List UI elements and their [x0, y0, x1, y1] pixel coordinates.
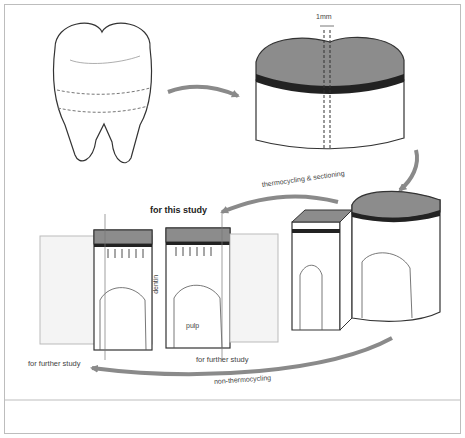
figure-label: for further study	[196, 356, 249, 364]
figure-label: thermocycling & sectioning	[261, 169, 345, 188]
figure-label: for this study	[150, 206, 207, 216]
figure-label: 1mm	[316, 13, 332, 21]
figure-label: dentin	[152, 275, 160, 294]
figure-label: non-thermocycling	[214, 374, 272, 386]
figure-label: pulp	[186, 322, 199, 330]
figure-label: for further study	[28, 360, 81, 368]
